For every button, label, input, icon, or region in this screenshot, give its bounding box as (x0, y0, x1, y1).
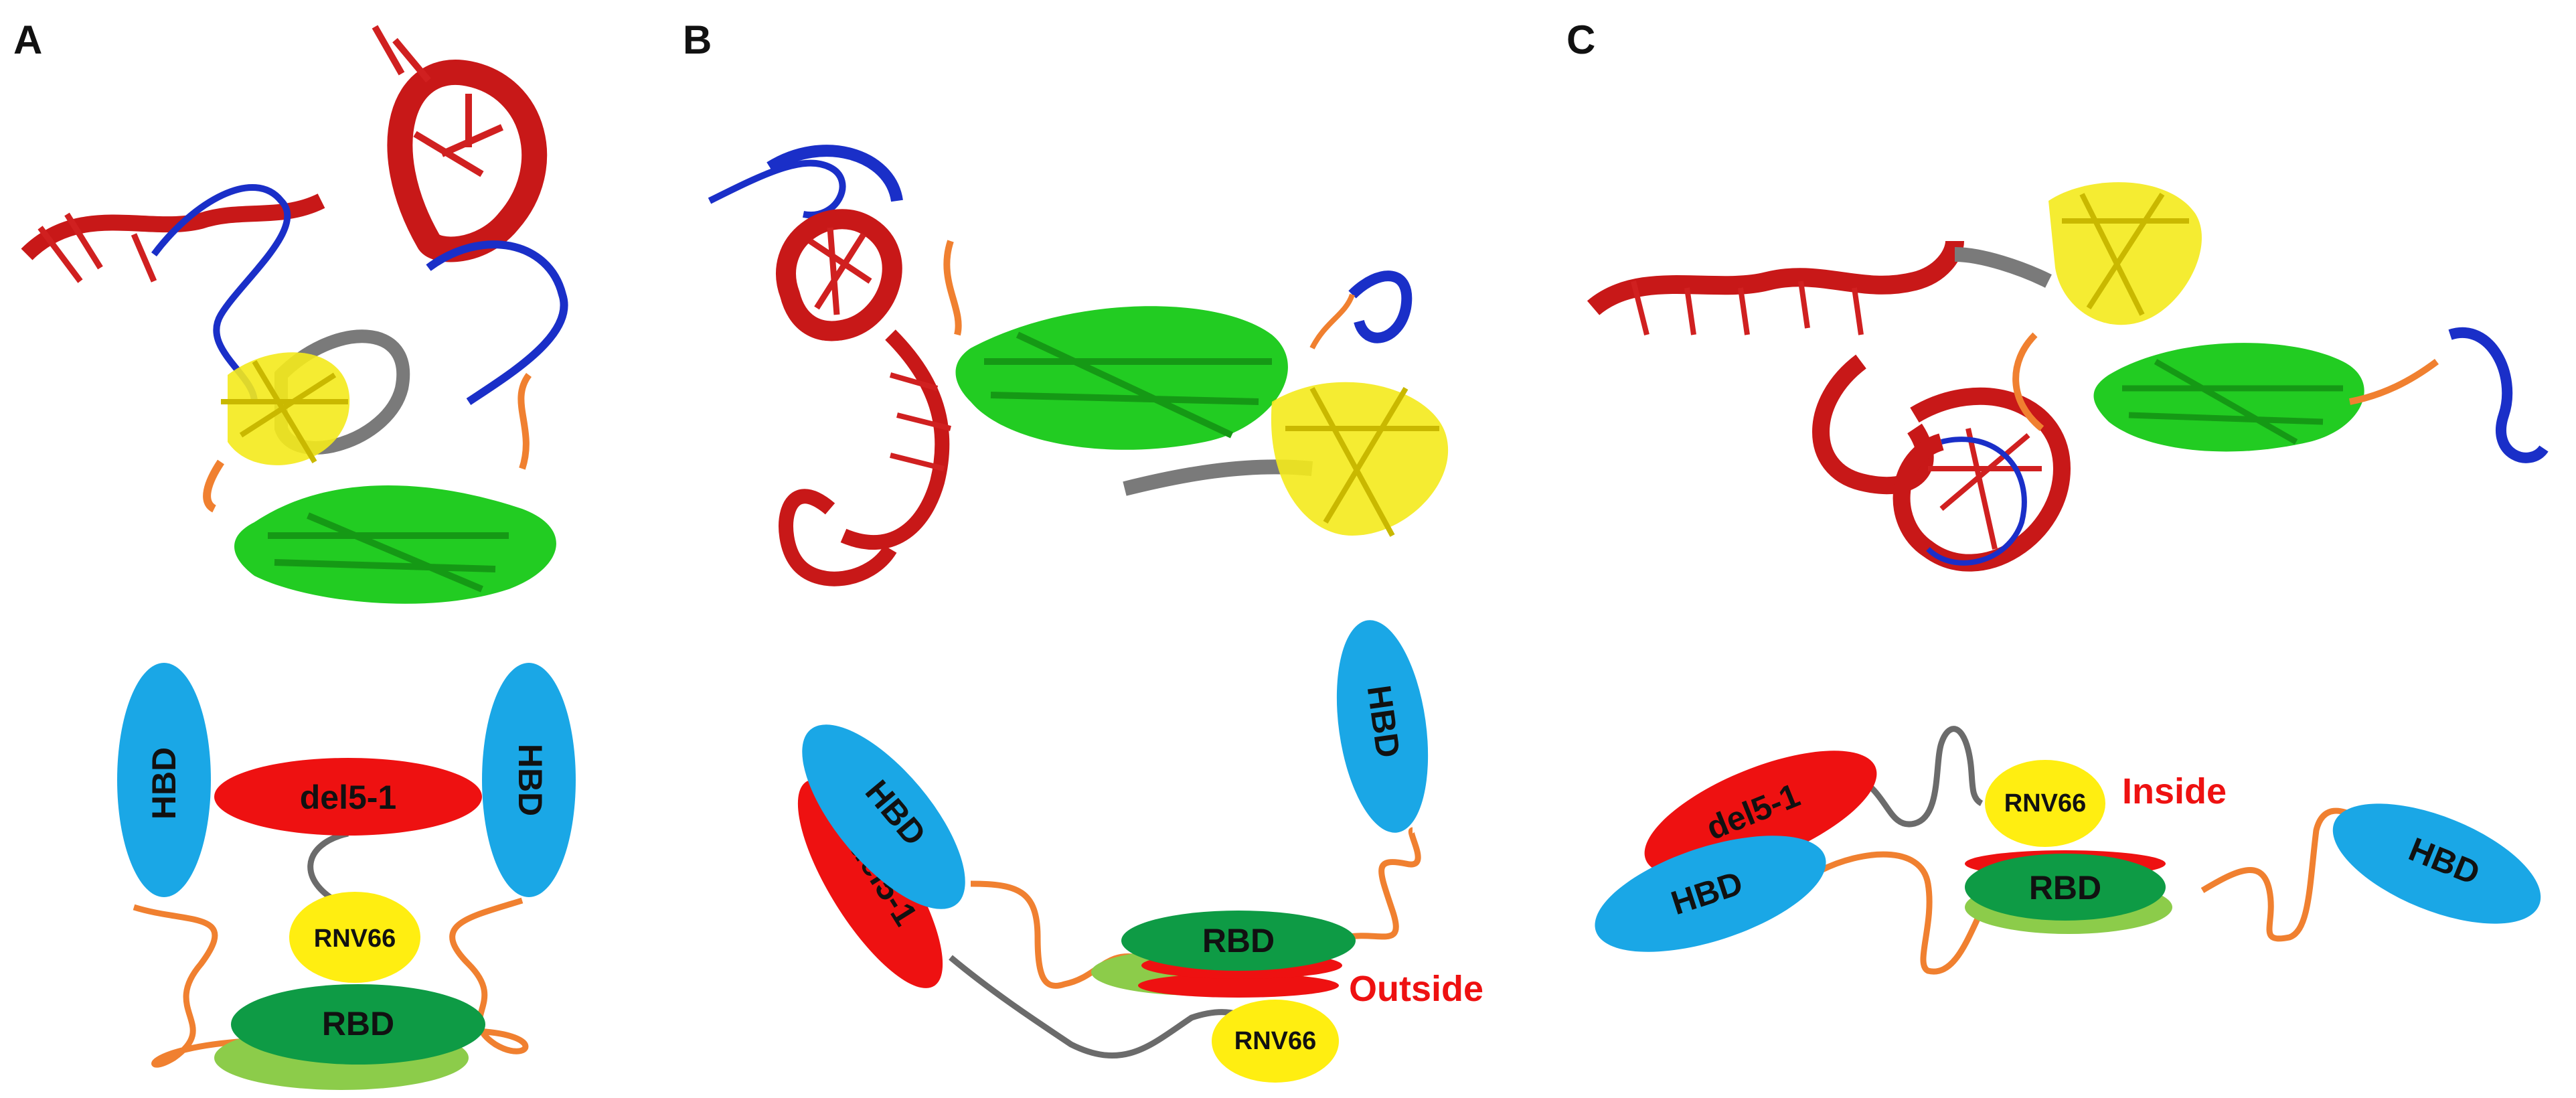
panel-b-position-label: Outside (1349, 969, 1483, 1009)
panel-b-rbd (1121, 911, 1356, 971)
panel-b-structure-render (708, 145, 1449, 586)
panel-a-structure-render (21, 25, 568, 604)
panel-b-hbd-right (1336, 620, 1429, 833)
panel-c-rbd-label: RBD (2029, 869, 2101, 907)
panel-c-hbd-left (1595, 836, 1826, 952)
panel-c-linker-right (2200, 807, 2358, 942)
panel-a-rna (214, 758, 482, 836)
panel-b-rna (797, 779, 943, 988)
panel-a: A RBD RNV66 del5-1 HBD (13, 17, 576, 1090)
panel-b-hbd-left (802, 724, 965, 909)
panel-b: B RBD Outside RNV66 (683, 17, 1483, 1083)
panel-c-ligand-label: RNV66 (2004, 789, 2087, 817)
panel-b-linker-right (1345, 827, 1421, 941)
panel-b-rna-bound-lower (1138, 973, 1339, 998)
panel-a-letter: A (13, 17, 42, 62)
panel-b-ligand-label: RNV66 (1234, 1027, 1317, 1055)
panel-a-linker-right (449, 897, 529, 1054)
panel-b-letter: B (683, 17, 712, 62)
panel-a-ligand (289, 892, 420, 983)
panel-b-rbd-label: RBD (1202, 922, 1275, 959)
panel-c-rna-linker (1853, 726, 1984, 828)
panel-c-structure-render (1587, 182, 2549, 572)
panel-c-letter: C (1566, 17, 1595, 62)
panel-c-linker-left (1819, 851, 1985, 975)
panel-a-hbd-left (117, 663, 211, 897)
panel-a-rbd (231, 984, 485, 1065)
panel-a-hbd-right-label: HBD (511, 744, 549, 816)
panel-c-hbd-right (2332, 803, 2541, 924)
panel-c-rna (1644, 751, 1877, 876)
panel-b-ligand (1212, 1000, 1339, 1083)
panel-c: C RBD RNV66 Inside del5-1 (1566, 17, 2549, 975)
panel-c-ligand (1985, 760, 2105, 847)
panel-a-rbd-label: RBD (322, 1005, 394, 1042)
panel-a-linker-left (133, 904, 248, 1068)
panel-a-rna-label: del5-1 (300, 779, 397, 816)
panel-a-hbd-left-label: HBD (145, 747, 183, 819)
panel-c-position-label: Inside (2122, 771, 2227, 811)
panel-a-hbd-right (482, 663, 576, 897)
panel-c-rbd (1965, 854, 2166, 921)
panel-a-ligand-label: RNV66 (314, 925, 396, 953)
